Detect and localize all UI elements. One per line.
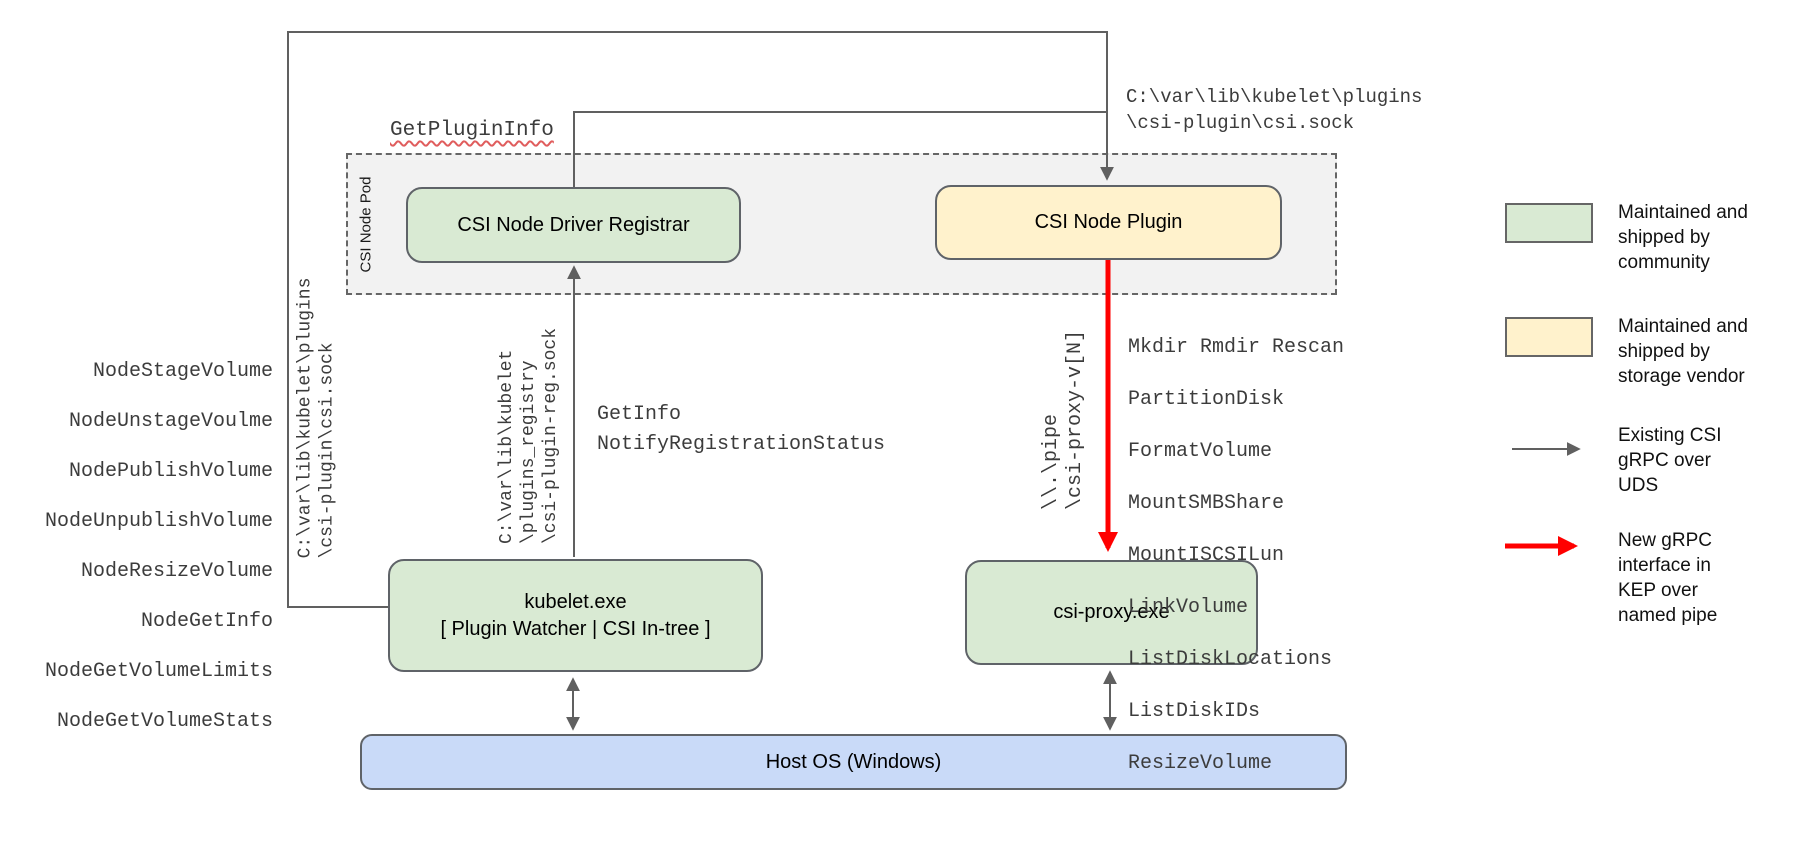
proxy-method: ListDiskLocations (1128, 648, 1333, 671)
node-method: NodeGetVolumeLimits (44, 660, 273, 683)
proxy-method: MountISCSILun (1128, 544, 1285, 567)
named-pipe-path-label: \\.\pipe \csi-proxy-v[N] (1040, 329, 1087, 510)
proxy-method: ListDiskIDs (1128, 700, 1261, 723)
kubelet-box: kubelet.exe [ Plugin Watcher | CSI In-tr… (388, 559, 763, 672)
proxy-methods-list: Mkdir Rmdir Rescan PartitionDisk FormatV… (1128, 309, 1344, 803)
csi-sock-path-label-left: C:\var\lib\kubelet\plugins \csi-plugin\c… (295, 277, 338, 558)
node-method: NodeUnstageVoulme (68, 410, 273, 433)
proxy-method: FormatVolume (1128, 440, 1273, 463)
node-methods-list: NodeStageVolume NodeUnstageVoulme NodePu… (30, 334, 273, 759)
node-method: NodeGetVolumeStats (56, 710, 273, 733)
registration-calls-label: GetInfo NotifyRegistrationStatus (597, 403, 886, 456)
csi-sock-path-label-left-wrap: C:\var\lib\kubelet\plugins \csi-plugin\c… (290, 275, 342, 560)
proxy-method: PartitionDisk (1128, 388, 1285, 411)
legend-vendor-swatch (1505, 317, 1593, 357)
csi-node-plugin-box: CSI Node Plugin (935, 185, 1282, 260)
registrar-getplugininfo-connector (573, 111, 1106, 189)
proxy-method: MountSMBShare (1128, 492, 1285, 515)
node-method: NodeResizeVolume (80, 560, 273, 583)
node-method: NodeStageVolume (92, 360, 273, 383)
named-pipe-path-label-wrap: \\.\pipe \csi-proxy-v[N] (1028, 322, 1100, 517)
legend-new-grpc-label: New gRPC interface in KEP over named pip… (1618, 530, 1718, 626)
legend-community-label: Maintained and shipped by community (1618, 202, 1748, 273)
legend-vendor-label: Maintained and shipped by storage vendor (1618, 316, 1748, 387)
host-os-box: Host OS (Windows) (360, 734, 1347, 790)
node-method: NodeGetInfo (140, 610, 273, 633)
csi-sock-path-label-right: C:\var\lib\kubelet\plugins \csi-plugin\c… (1126, 86, 1423, 134)
getplugininfo-label: GetPluginInfo (390, 119, 554, 142)
uds-csi-sock-connector (287, 31, 1114, 608)
registry-sock-path-label-wrap: C:\var\lib\kubelet \plugins_registry \cs… (494, 312, 564, 560)
csi-node-driver-registrar-box: CSI Node Driver Registrar (406, 187, 741, 263)
legend-community-swatch (1505, 203, 1593, 243)
proxy-method: ResizeVolume (1128, 752, 1273, 775)
registry-sock-path-label: C:\var\lib\kubelet \plugins_registry \cs… (497, 327, 562, 545)
node-method: NodeUnpublishVolume (44, 510, 273, 533)
proxy-method: LinkVolume (1128, 596, 1249, 619)
legend-existing-grpc-label: Existing CSI gRPC over UDS (1618, 425, 1722, 496)
proxy-method: Mkdir Rmdir Rescan (1128, 336, 1345, 359)
csi-proxy-box: csi-proxy.exe (965, 560, 1258, 665)
node-method: NodePublishVolume (68, 460, 273, 483)
